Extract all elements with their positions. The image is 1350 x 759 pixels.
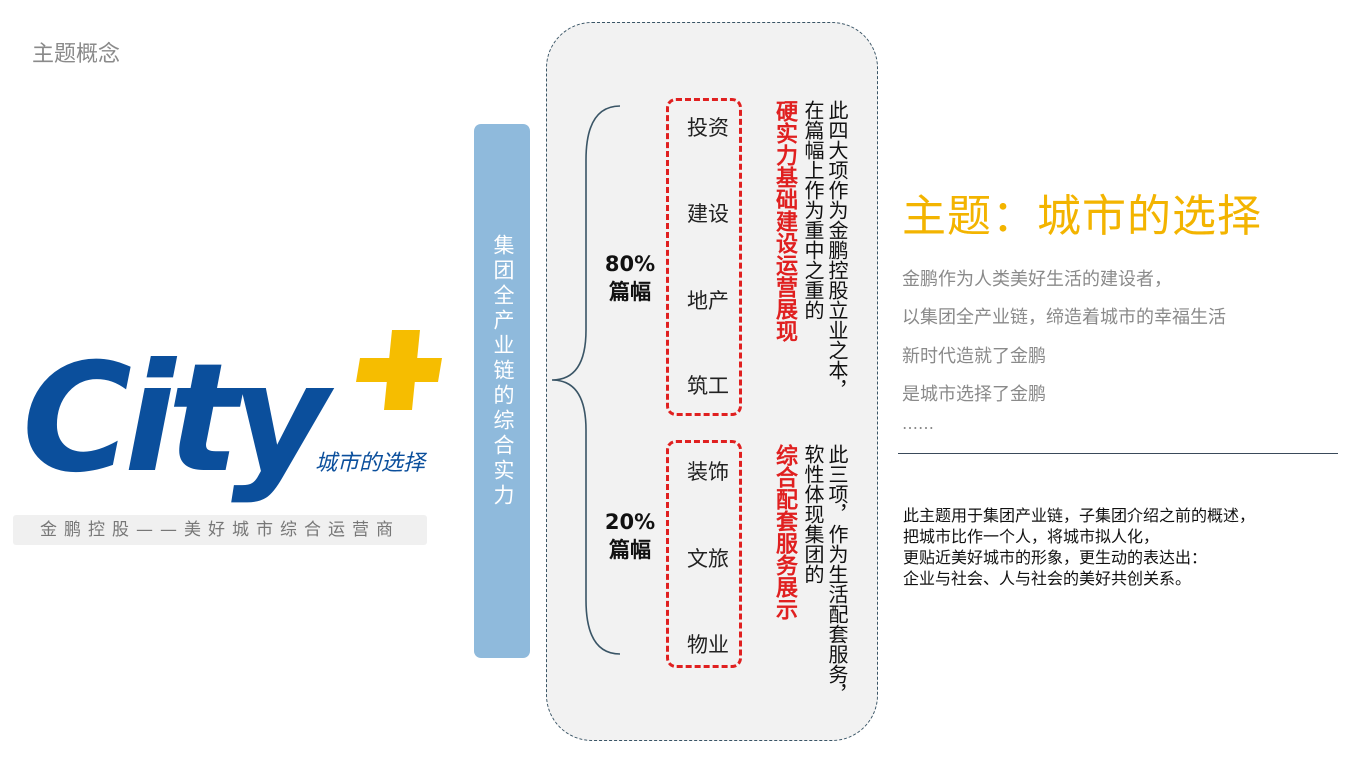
top-unit: 篇幅 bbox=[609, 280, 651, 304]
bottom-desc-col2: 软性体现集团的 bbox=[801, 444, 825, 584]
note-line-2: 把城市比作一个人，将城市拟人化， bbox=[903, 527, 1160, 546]
item-decoration: 装饰 bbox=[687, 460, 729, 484]
item-investment: 投资 bbox=[687, 116, 729, 140]
bottom-desc-col1: 此三项，作为生活配套服务， bbox=[825, 444, 849, 704]
industry-chain-text: 集团全产业链的综合实力 bbox=[491, 234, 515, 509]
item-real-estate: 地产 bbox=[687, 289, 729, 313]
theme-line-1: 金鹏作为人类美好生活的建设者， bbox=[902, 269, 1172, 290]
section-divider bbox=[898, 453, 1338, 454]
industry-chain-bar: 集团全产业链的综合实力 bbox=[474, 124, 530, 658]
usage-note: 此主题用于集团产业链，子集团介绍之前的概述， 把城市比作一个人，将城市拟人化， … bbox=[903, 505, 1255, 589]
theme-ellipsis: …… bbox=[902, 414, 934, 433]
curly-brace bbox=[551, 105, 621, 655]
bottom-unit: 篇幅 bbox=[609, 538, 651, 562]
top-heading: 硬实力基础建设运营展现 bbox=[772, 100, 797, 342]
page-label: 主题概念 bbox=[32, 42, 121, 67]
core-business-box bbox=[666, 98, 742, 416]
theme-line-4: 是城市选择了金鹏 bbox=[902, 384, 1046, 405]
theme-line-2: 以集团全产业链，缔造着城市的幸福生活 bbox=[902, 307, 1226, 328]
support-business-box bbox=[666, 440, 742, 668]
top-percent: 80% bbox=[604, 252, 656, 276]
bottom-percent: 20% bbox=[604, 510, 656, 534]
content-container bbox=[546, 22, 878, 741]
theme-line-3: 新时代造就了金鹏 bbox=[902, 346, 1046, 367]
note-line-3: 更贴近美好城市的形象，更生动的表达出： bbox=[903, 548, 1208, 567]
top-desc-col2: 在篇幅上作为重中之重的 bbox=[801, 100, 825, 320]
note-line-1: 此主题用于集团产业链，子集团介绍之前的概述， bbox=[903, 506, 1256, 525]
bottom-heading: 综合配套服务展示 bbox=[772, 444, 797, 620]
note-line-4: 企业与社会、人与社会的美好共创关系。 bbox=[903, 569, 1192, 588]
top-percent-label: 80% 篇幅 bbox=[598, 250, 662, 306]
theme-title: 主题：城市的选择 bbox=[902, 191, 1262, 242]
plus-icon bbox=[356, 330, 442, 410]
bottom-percent-label: 20% 篇幅 bbox=[598, 508, 662, 564]
item-building-works: 筑工 bbox=[687, 374, 729, 398]
item-property-management: 物业 bbox=[687, 633, 729, 657]
item-construction: 建设 bbox=[687, 202, 729, 226]
logo-slogan: 城市的选择 bbox=[315, 451, 428, 476]
city-plus-logo: City 城市的选择 bbox=[22, 330, 442, 506]
item-culture-tourism: 文旅 bbox=[687, 547, 729, 571]
company-tagline: 金鹏控股——美好城市综合运营商 bbox=[13, 515, 427, 545]
logo-word: City bbox=[22, 332, 335, 506]
top-desc-col1: 此四大项作为金鹏控股立业之本， bbox=[825, 100, 849, 400]
